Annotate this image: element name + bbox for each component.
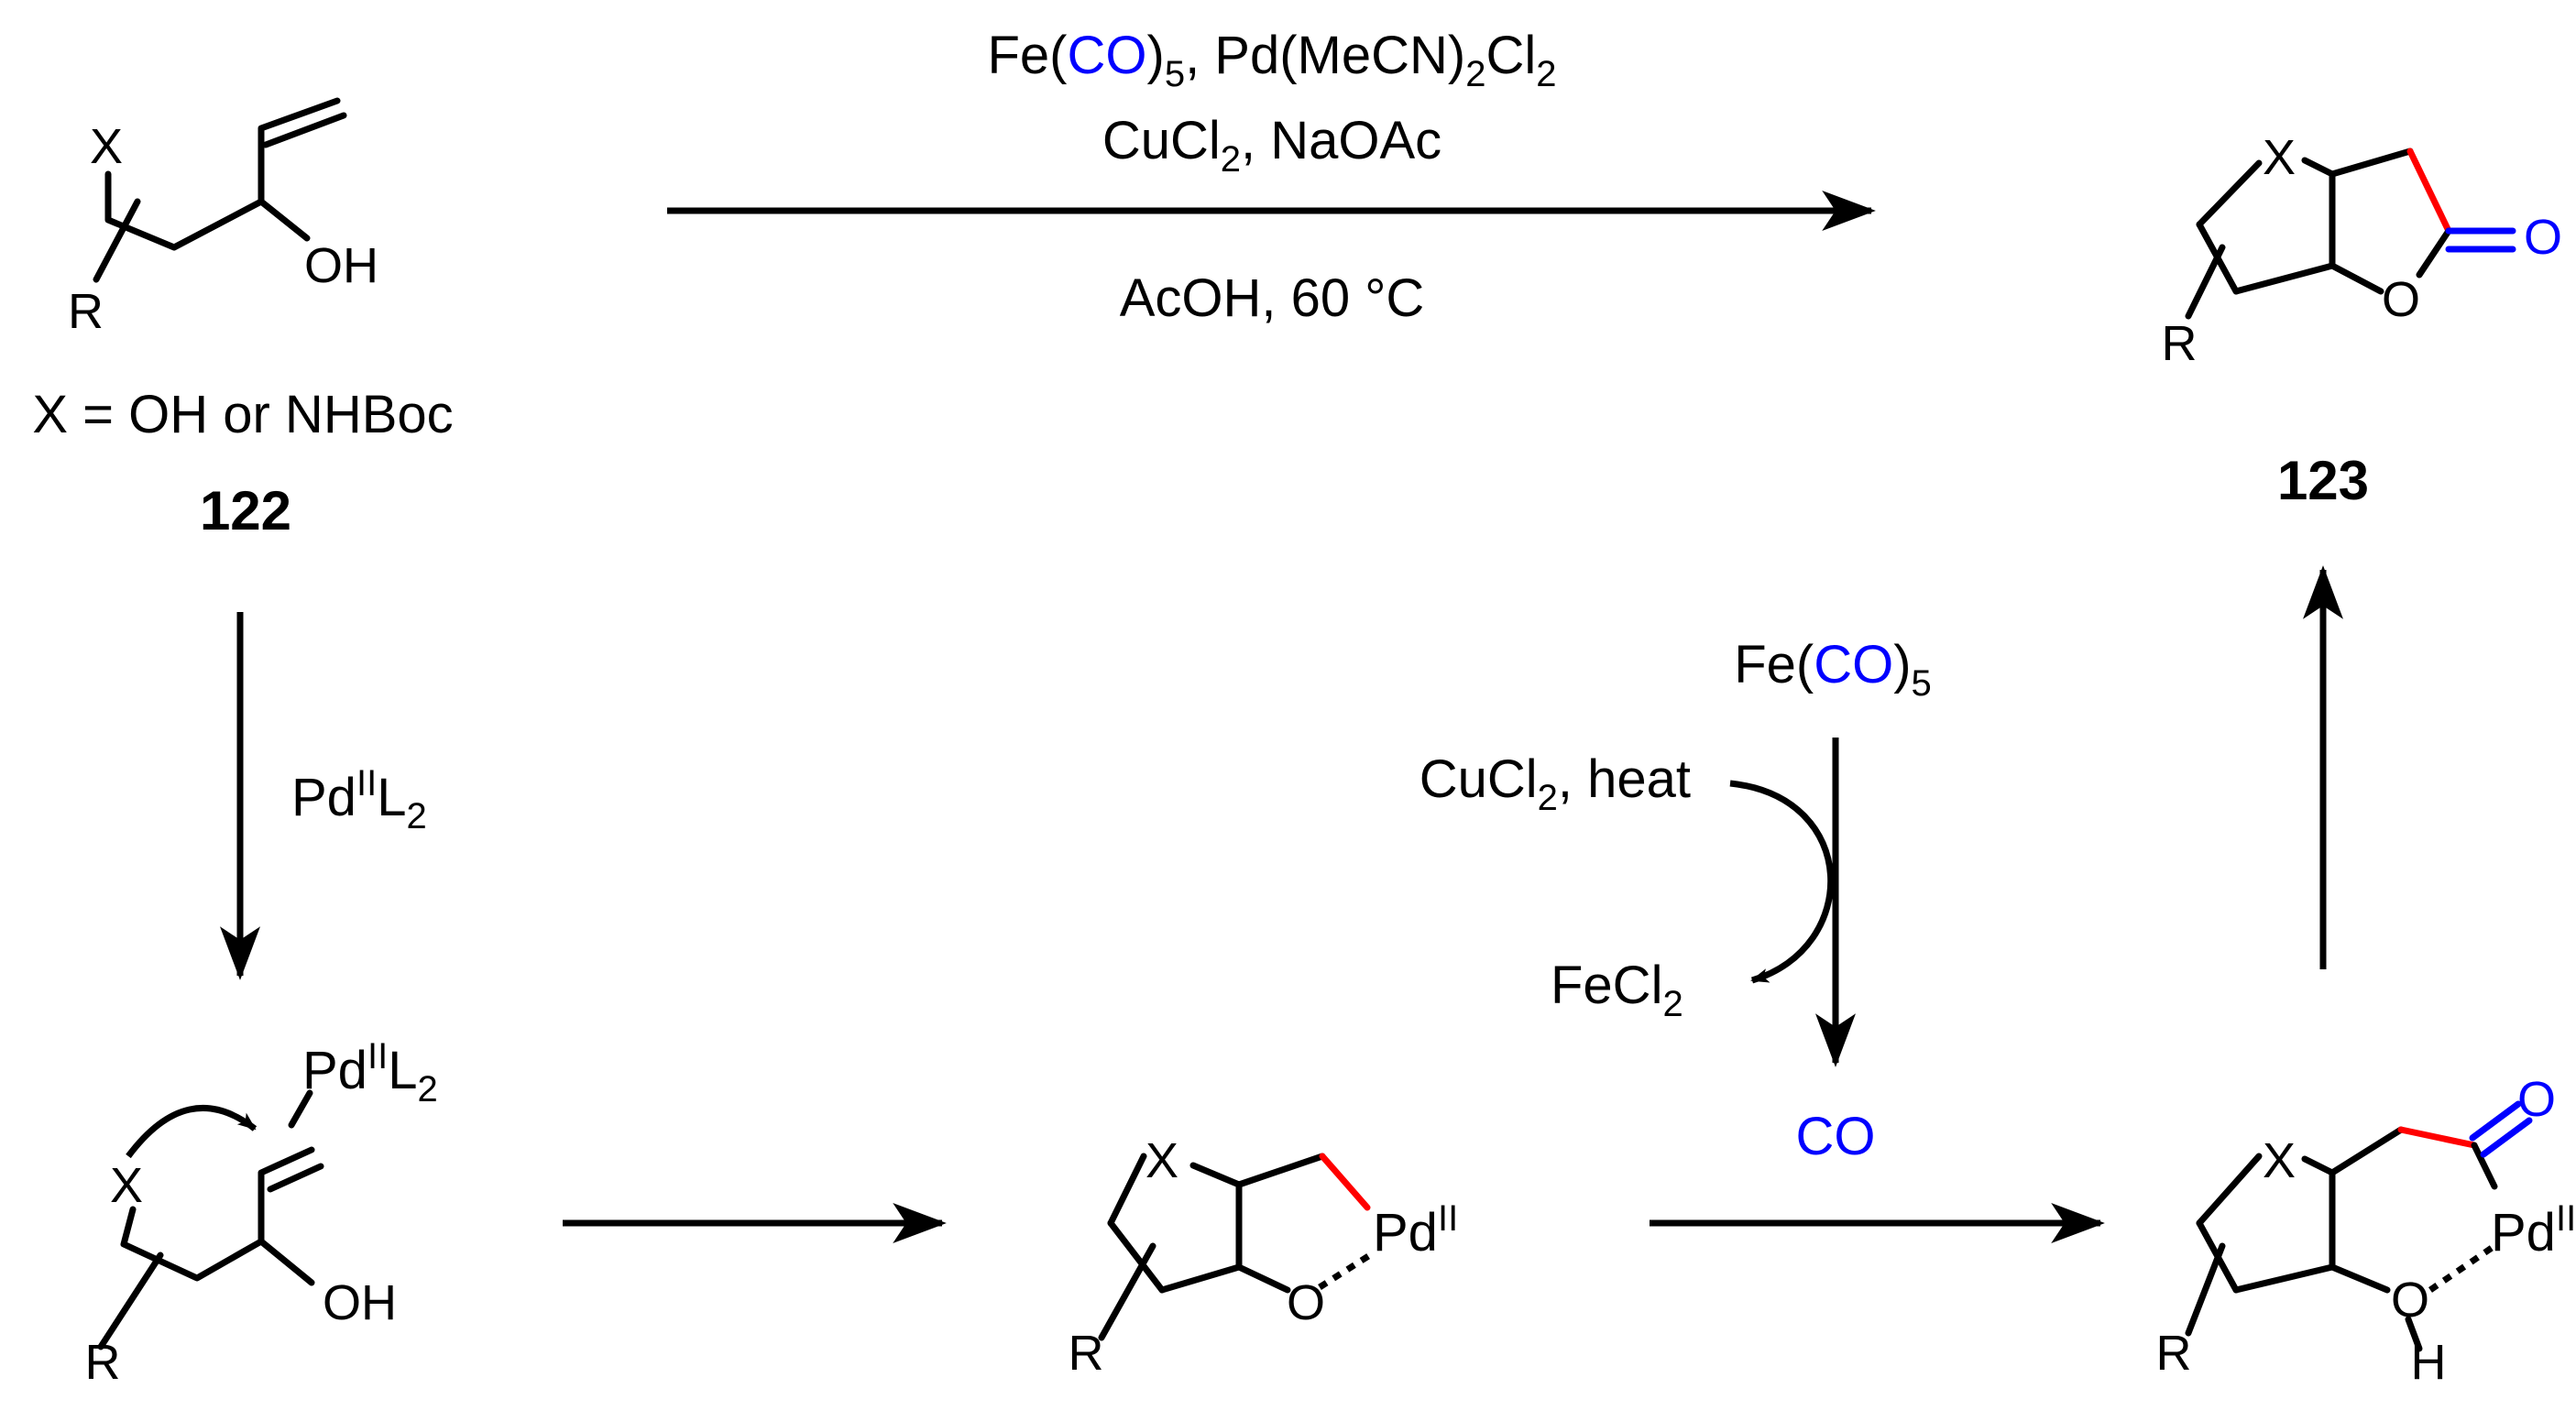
pi-complex: PdIIL2 X OH R <box>85 1036 438 1390</box>
atom-o-h: O <box>2391 1273 2429 1328</box>
atom-x: X <box>2263 130 2296 185</box>
co-source: Fe(CO)5 <box>1734 635 1932 704</box>
top-reaction: Fe(CO)5, Pd(MeCN)2Cl2 CuCl2, NaOAc AcOH,… <box>667 26 1876 328</box>
atom-o-ring: O <box>2382 272 2420 327</box>
byproduct: FeCl2 <box>1551 956 1683 1024</box>
reagents-line-2: CuCl2, NaOAc <box>1102 111 1441 180</box>
reagents-line-1: Fe(CO)5, Pd(MeCN)2Cl2 <box>987 26 1556 94</box>
atom-h: H <box>2411 1335 2447 1390</box>
curly-arrow <box>126 1105 258 1159</box>
pd-center: PdII <box>1373 1198 1458 1262</box>
co-released: CO <box>1796 1107 1876 1166</box>
atom-r: R <box>1069 1326 1104 1381</box>
reaction-conditions: AcOH, 60 °C <box>1120 268 1425 328</box>
compound-label-123: 123 <box>2277 450 2369 511</box>
atom-r: R <box>2162 316 2198 371</box>
atom-o: O <box>1287 1275 1325 1330</box>
acyl-pd-complex: X O O H PdII R <box>2156 1072 2576 1390</box>
atom-x: X <box>110 1158 143 1213</box>
curved-arrow-fe <box>1729 780 1835 984</box>
atom-o-carbonyl: O <box>2524 210 2562 265</box>
atom-r: R <box>68 284 104 339</box>
pd-ligand: PdIIL2 <box>302 1036 438 1109</box>
oxidant: CuCl2, heat <box>1420 749 1691 818</box>
atom-r: R <box>2156 1326 2192 1381</box>
atom-oh: OH <box>323 1275 397 1330</box>
step-1-reagent: PdIIL2 <box>291 763 427 836</box>
co-generation: Fe(CO)5 CuCl2, heat FeCl2 CO <box>1420 635 1932 1166</box>
compound-label-122: 122 <box>200 480 291 541</box>
atom-r: R <box>85 1335 121 1390</box>
step-1: PdIIL2 <box>220 612 427 980</box>
pd-center: PdII <box>2491 1198 2576 1262</box>
atom-x: X <box>1145 1133 1178 1188</box>
starting-material-122: X OH R X = OH or NHBoc 122 <box>32 97 454 541</box>
atom-o-carbonyl: O <box>2517 1072 2556 1127</box>
product-123: X O O R 123 <box>2162 130 2563 511</box>
atom-oh: OH <box>304 238 378 293</box>
palladacycle: X O PdII R <box>1069 1133 1459 1381</box>
atom-x: X <box>90 119 123 174</box>
x-definition: X = OH or NHBoc <box>32 385 453 444</box>
atom-x: X <box>2263 1133 2296 1188</box>
